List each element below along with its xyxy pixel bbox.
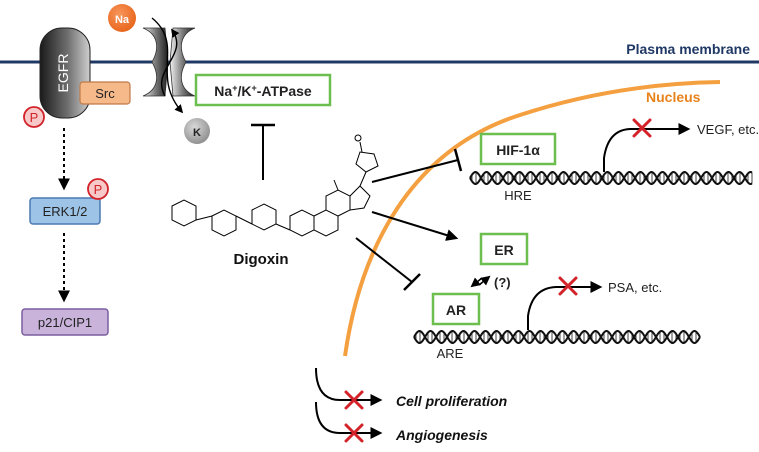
psa-block-x-icon [558,276,578,296]
dna-helix-are [413,330,701,344]
dna-strand [469,171,753,185]
cell-proliferation-label: Cell proliferation [396,393,507,409]
src-label: Src [95,86,115,101]
inhibition-atpase [251,123,275,180]
egfr-receptor: EGFR [39,27,91,119]
proliferation-arrow [315,367,383,406]
na-k-channel-shape [142,17,196,114]
digoxin-structure [171,134,379,237]
dna-strand [469,171,753,185]
ar-box: AR [431,292,481,326]
sodium-ion: Na [108,4,136,32]
vegf-label: VEGF, etc. [697,122,759,137]
potassium-ion: K [184,118,210,144]
er-label: ER [494,242,513,258]
digoxin-label: Digoxin [234,251,289,268]
p21-box: p21/CIP1 [21,308,109,336]
inhibition-ar [355,237,421,291]
svg-text:Na: Na [115,14,130,26]
are-label: ARE [437,346,464,361]
er-uncertain-label: (?) [494,275,511,290]
vegf-block-x-icon [632,118,652,138]
erk-phospho-badge: P [87,178,109,200]
er-box: ER [479,232,529,266]
na-k-atpase-label: Na+/K+-ATPase [214,83,312,99]
vegf-transcription-arrow [603,123,691,172]
psa-transcription-arrow [527,281,603,330]
svg-text:K: K [193,127,201,139]
svg-text:P: P [94,182,103,197]
psa-label: PSA, etc. [608,280,662,295]
er-ar-uncertain-arrows [470,275,491,288]
na-k-atpase-box: Na+/K+-ATPase [194,73,332,107]
egfr-phospho-badge: P [23,106,45,128]
ar-label: AR [446,302,466,318]
angiogenesis-label: Angiogenesis [395,427,488,443]
dna-strand [413,330,701,344]
nucleus-label: Nucleus [646,89,701,105]
angiogenesis-arrow [315,401,383,439]
arrow-to-er [371,211,459,241]
nuclear-envelope-curve [343,80,721,357]
dna-helix-hre [469,171,753,185]
egfr-label: EGFR [55,54,71,93]
hif-box: HIF-1α [479,132,557,166]
hif-label: HIF-1α [496,142,540,158]
erk-label: ERK1/2 [43,204,88,219]
inhibition-hif [371,148,463,183]
hre-label: HRE [504,188,532,203]
svg-text:P: P [30,110,39,125]
proliferation-block-x-icon [344,390,364,410]
p21-label: p21/CIP1 [38,315,92,330]
src-kinase: Src [79,81,131,105]
erk-box: ERK1/2 [29,197,101,225]
angiogenesis-block-x-icon [344,423,364,443]
plasma-membrane-label: Plasma membrane [626,41,750,57]
